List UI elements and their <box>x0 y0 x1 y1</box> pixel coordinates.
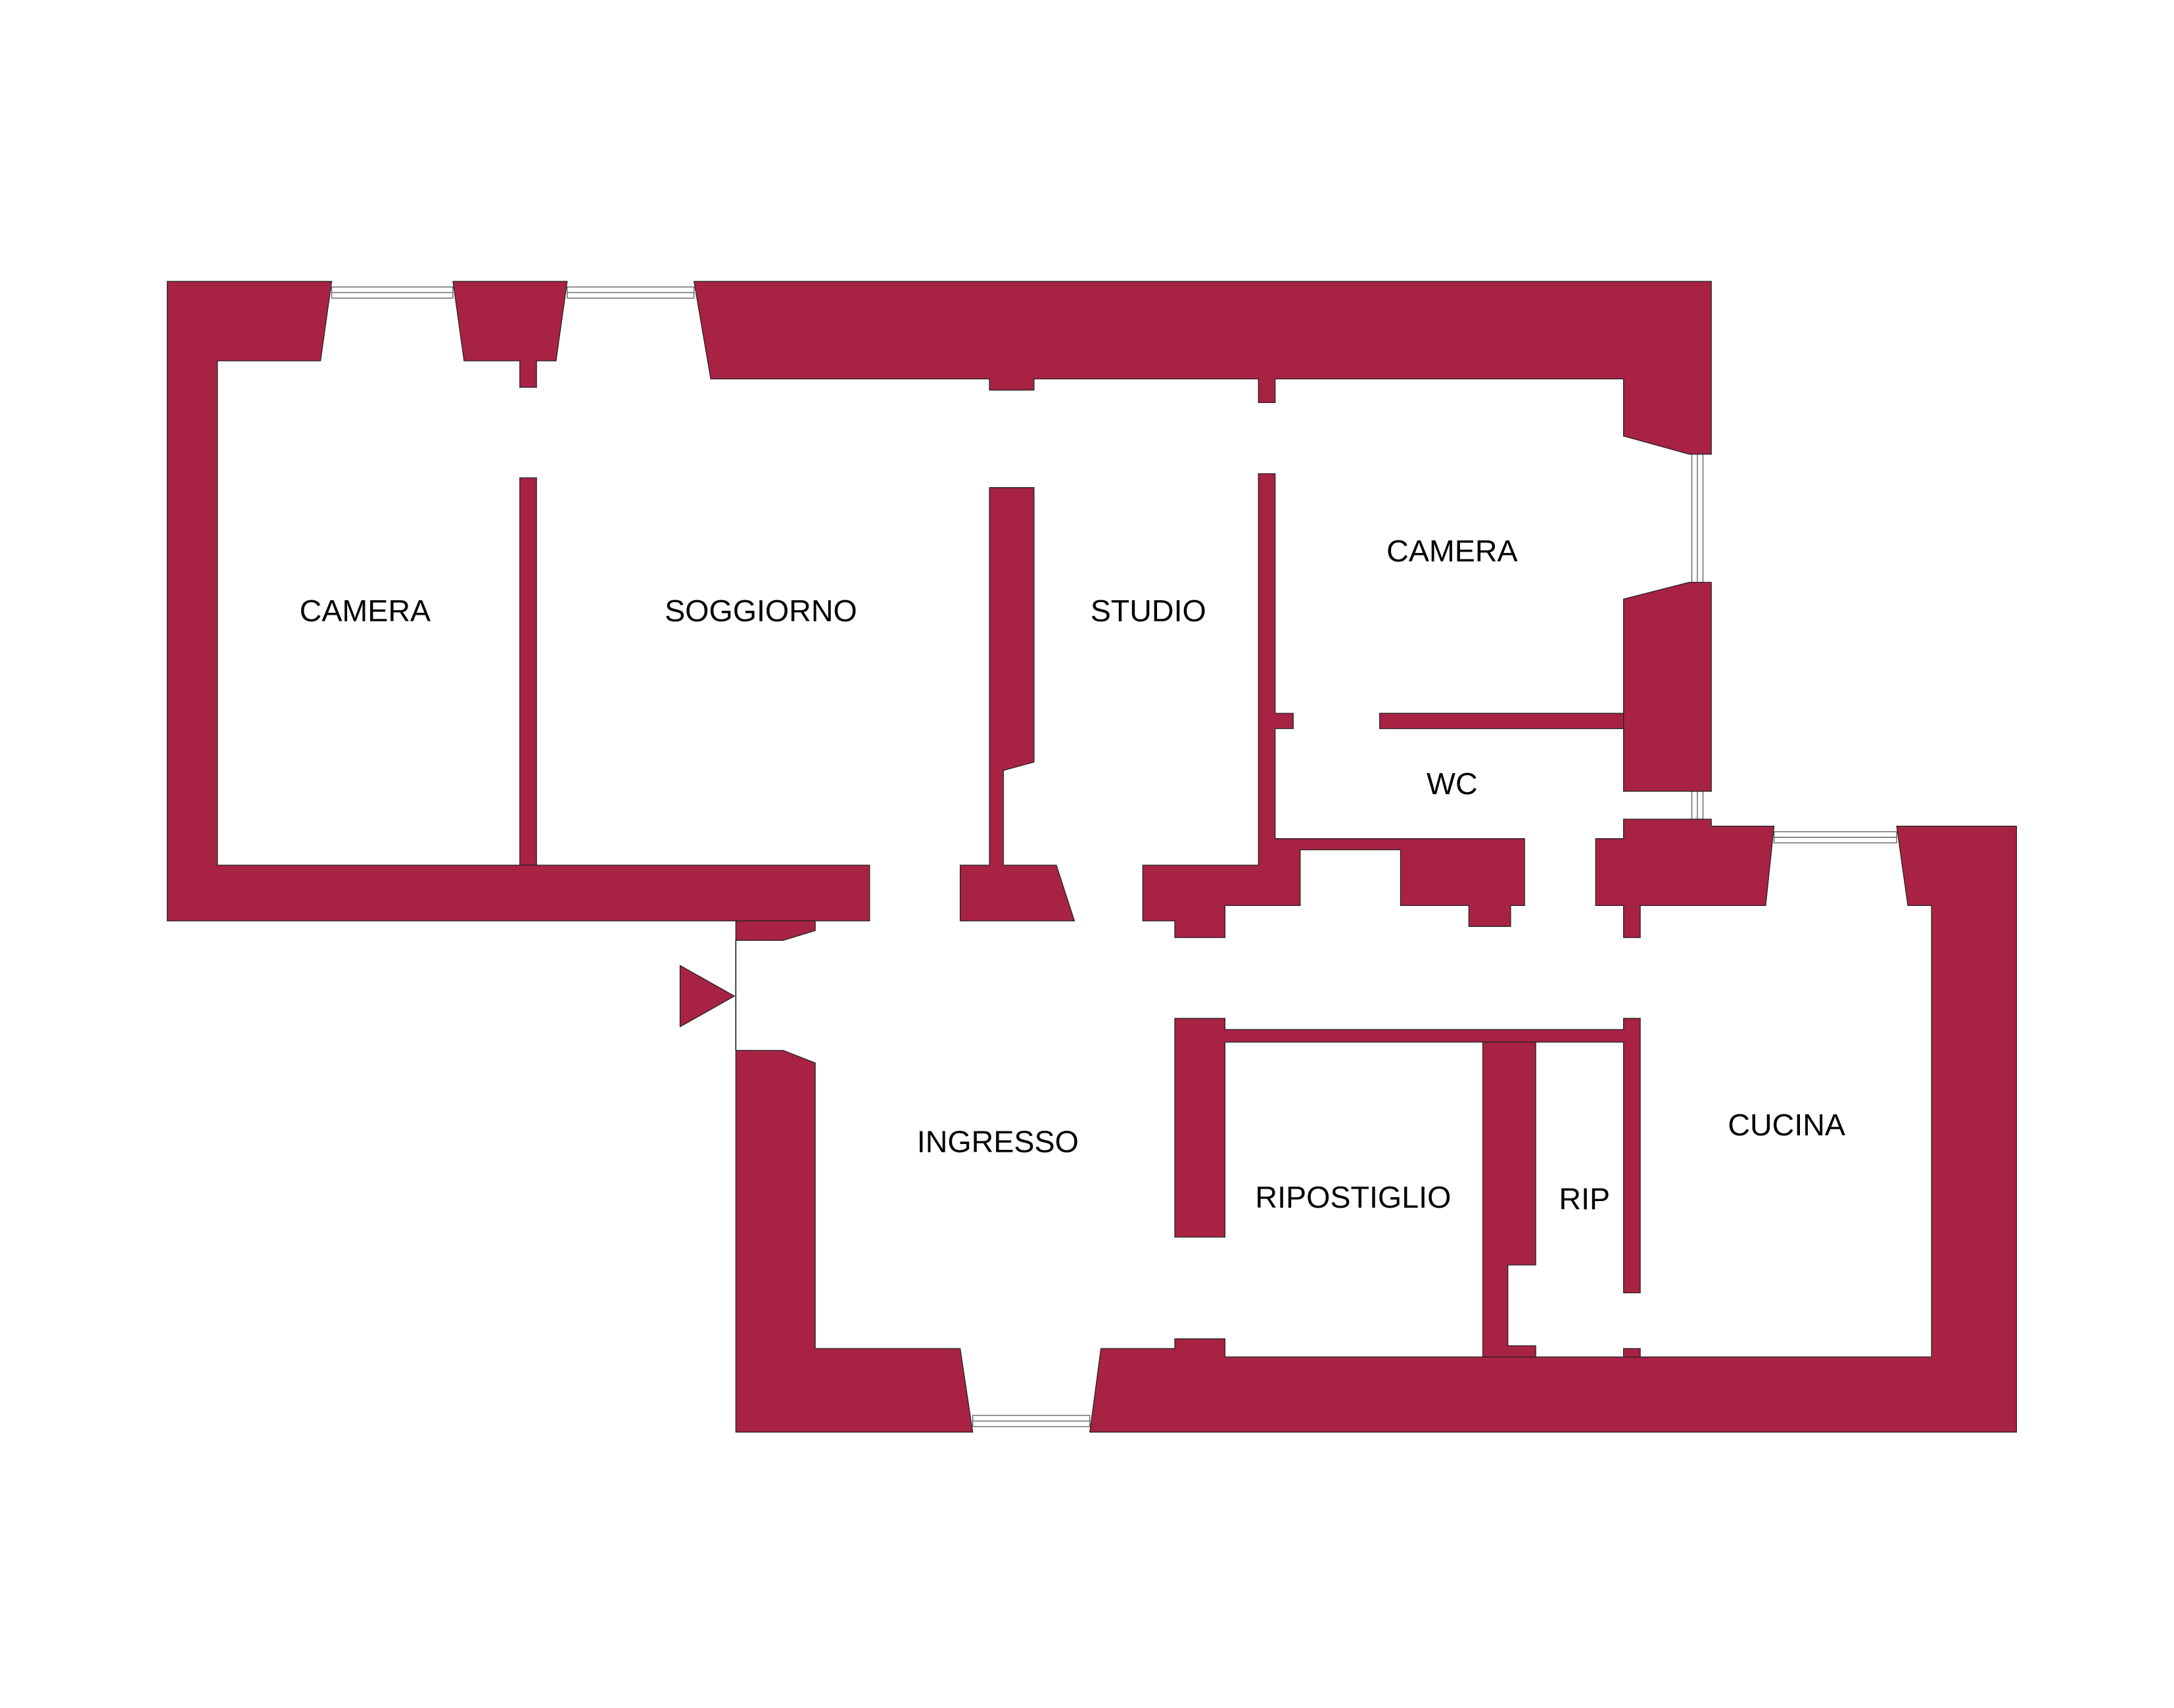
room-label-soggiorno: SOGGIORNO <box>665 594 857 628</box>
walls <box>166 281 2018 1433</box>
wall-pier-top <box>452 281 568 388</box>
wall-rip-stub <box>1623 1348 1641 1358</box>
windows <box>331 286 1897 1427</box>
wall-soggiorno-studio <box>959 487 1075 922</box>
wall-top-outer <box>693 281 1712 455</box>
wall-entrance-top <box>735 920 816 941</box>
wall-right-pier <box>1623 582 1712 792</box>
room-label-rip: RIP <box>1559 1181 1610 1216</box>
room-label-camera-left: CAMERA <box>300 594 431 628</box>
wall-left-outer <box>166 281 870 922</box>
wall-studio-camera <box>1142 473 1525 938</box>
room-label-studio: STUDIO <box>1091 594 1206 628</box>
room-label-ripostiglio: RIPOSTIGLIO <box>1255 1180 1451 1214</box>
room-label-ingresso: INGRESSO <box>917 1124 1079 1158</box>
entrance-arrow-icon <box>679 964 736 1028</box>
room-label-camera-right: CAMERA <box>1386 534 1517 568</box>
room-labels: CAMERA SOGGIORNO STUDIO CAMERA WC INGRES… <box>300 534 1845 1216</box>
wall-ingresso-left <box>735 1050 974 1433</box>
wall-right-bottom-outer <box>1089 825 2018 1433</box>
wall-camera-soggiorno <box>519 477 537 866</box>
room-label-cucina: CUCINA <box>1728 1108 1845 1142</box>
wall-cucina-top <box>1595 818 1775 938</box>
wall-camera-wc <box>1379 713 1624 729</box>
wall-ripostiglio-top <box>1174 1018 1641 1294</box>
wall-ripostiglio-rip <box>1482 1041 1536 1358</box>
room-label-wc: WC <box>1427 767 1478 801</box>
